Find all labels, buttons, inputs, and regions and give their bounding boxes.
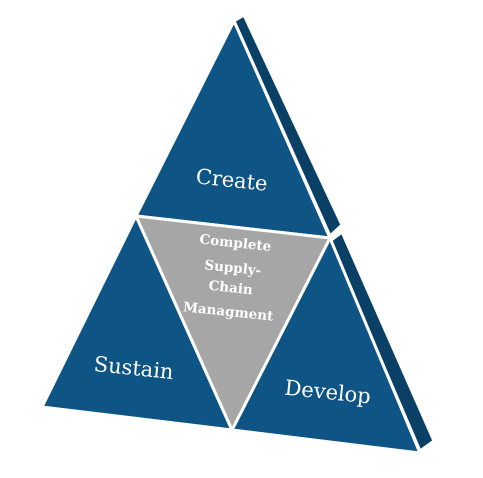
create-segment bbox=[134, 19, 332, 240]
center-label-line-1: Complete bbox=[199, 232, 272, 255]
center-label-line-2: Supply- bbox=[204, 257, 262, 279]
center-label-line-3: Chain bbox=[208, 278, 254, 299]
center-segment bbox=[134, 214, 332, 432]
